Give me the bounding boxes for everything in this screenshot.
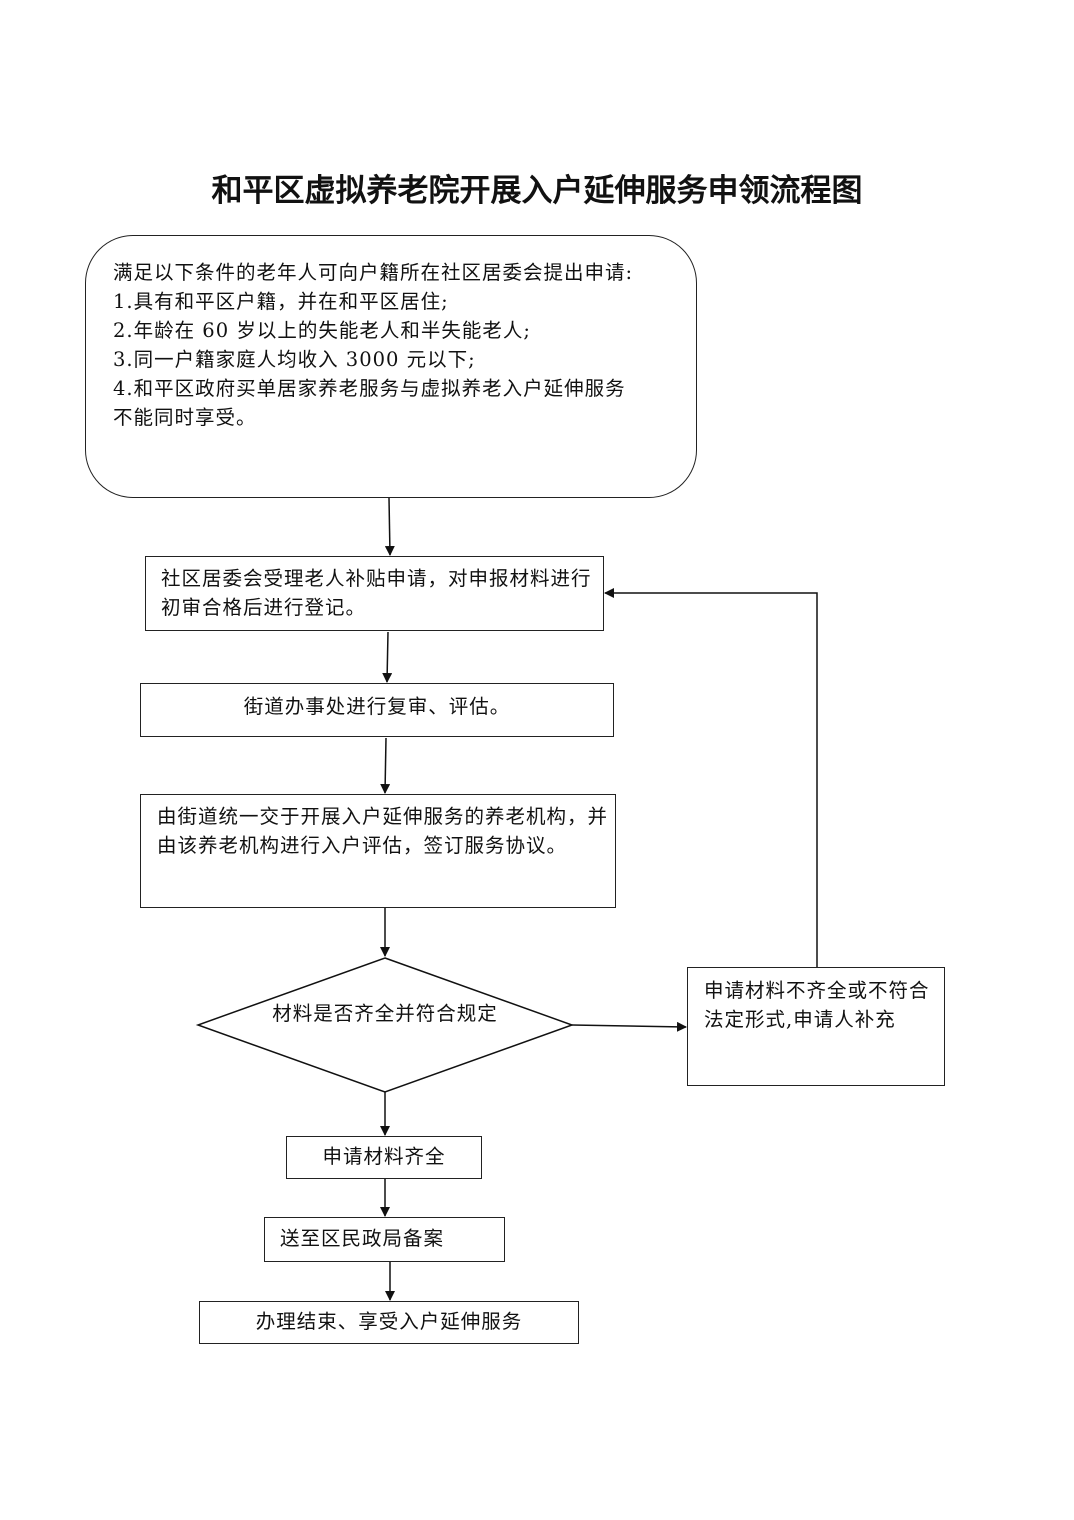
finish-text: 办理结束、享受入户延伸服务: [255, 1310, 523, 1333]
institution-box: 由街道统一交于开展入户延伸服务的养老机构，并由该养老机构进行入户评估，签订服务协…: [140, 794, 616, 908]
incomplete-text: 申请材料不齐全或不符合法定形式,申请人补充: [704, 979, 930, 1031]
arrow-incomplete-back-to-community: [604, 588, 818, 967]
arrow-street-to-institution: [380, 737, 391, 794]
complete-box: 申请材料齐全: [286, 1136, 482, 1179]
finish-box: 办理结束、享受入户延伸服务: [199, 1301, 579, 1344]
condition-item: 2.年龄在 60 岁以上的失能老人和半失能老人;: [113, 319, 531, 342]
condition-item: 不能同时享受。: [113, 406, 257, 429]
arrow-conditions-to-community: [384, 497, 395, 556]
condition-item: 3.同一户籍家庭人均收入 3000 元以下;: [113, 348, 476, 371]
conditions-intro: 满足以下条件的老年人可向户籍所在社区居委会提出申请:: [113, 261, 634, 284]
file-record-box: 送至区民政局备案: [264, 1217, 505, 1262]
community-accept-box: 社区居委会受理老人补贴申请，对申报材料进行初审合格后进行登记。: [145, 556, 604, 631]
incomplete-box: 申请材料不齐全或不符合法定形式,申请人补充: [687, 967, 945, 1086]
condition-item: 4.和平区政府买单居家养老服务与虚拟养老入户延伸服务: [113, 377, 626, 400]
arrow-community-to-street: [382, 631, 393, 683]
file-record-text: 送至区民政局备案: [280, 1227, 445, 1250]
street-review-text: 街道办事处进行复审、评估。: [243, 695, 511, 718]
arrow-decision-to-incomplete: [571, 1021, 687, 1032]
institution-text: 由街道统一交于开展入户延伸服务的养老机构，并由该养老机构进行入户评估，签订服务协…: [157, 805, 609, 857]
decision-label: 材料是否齐全并符合规定: [272, 1002, 498, 1025]
condition-item: 1.具有和平区户籍，并在和平区居住;: [113, 290, 449, 313]
complete-text: 申请材料齐全: [322, 1145, 446, 1168]
page-title: 和平区虚拟养老院开展入户延伸服务申领流程图: [211, 173, 863, 209]
conditions-box: 满足以下条件的老年人可向户籍所在社区居委会提出申请: 1.具有和平区户籍，并在和…: [85, 235, 697, 498]
community-accept-text: 社区居委会受理老人补贴申请，对申报材料进行初审合格后进行登记。: [161, 567, 592, 619]
decision-text: 材料是否齐全并符合规定: [270, 999, 500, 1028]
street-review-box: 街道办事处进行复审、评估。: [140, 683, 614, 737]
